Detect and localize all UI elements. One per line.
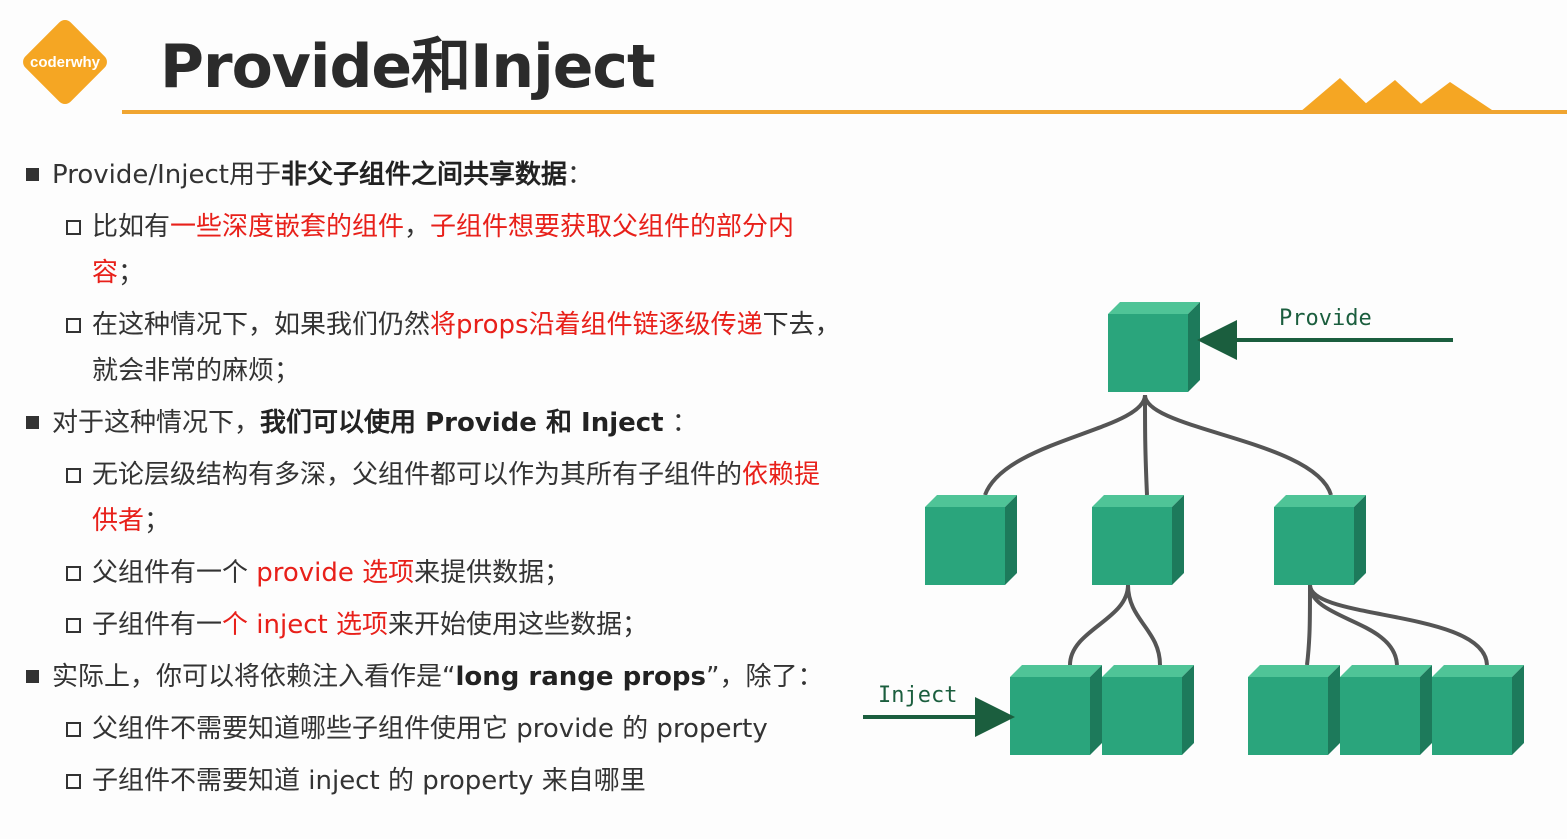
grandchild-cube-5	[1432, 665, 1524, 755]
coderwhy-logo: coderwhy	[23, 20, 107, 104]
page-title: Provide和Inject	[160, 32, 656, 102]
sub-bullet-text-segment: 父组件不需要知道哪些子组件使用它 provide 的 property	[92, 714, 768, 744]
child-cube-right	[1274, 495, 1366, 585]
bullet-list: Provide/Inject用于非父子组件之间共享数据：比如有一些深度嵌套的组件…	[26, 152, 846, 810]
sub-bullet-text-segment: 子组件有一	[92, 610, 223, 640]
grandchild-cube-3	[1248, 665, 1340, 755]
sub-bullet-text-segment: 在这种情况下，如果我们仍然	[92, 310, 431, 340]
bullet-text-segment: 非父子组件之间共享数据	[280, 160, 567, 190]
bullet-text-segment: 对于这种情况下，	[52, 408, 261, 438]
grandchild-cube-4	[1340, 665, 1432, 755]
bullet-text-segment: Provide/Inject用于	[52, 160, 281, 190]
grandchild-cube-1	[1010, 665, 1102, 755]
sub-bullet-2-3: 子组件有一个 inject 选项来开始使用这些数据；	[66, 602, 846, 648]
logo-text: coderwhy	[30, 54, 101, 71]
sub-bullet-1-1: 比如有一些深度嵌套的组件，子组件想要获取父组件的部分内容；	[66, 204, 846, 296]
bullet-text-segment: ”，除了：	[706, 662, 824, 692]
bullet-text-segment: 实际上，你可以将依赖注入看作是“	[52, 662, 456, 692]
bullet-text-segment: ：	[663, 408, 698, 438]
provide-label: Provide	[1279, 306, 1372, 331]
mountain-decoration-icon	[1300, 78, 1495, 112]
child-cube-middle	[1092, 495, 1184, 585]
sub-bullet-1-2: 在这种情况下，如果我们仍然将props沿着组件链逐级传递下去，就会非常的麻烦；	[66, 302, 846, 394]
sub-bullet-text-segment: 依赖提供者	[92, 460, 821, 536]
provider-cube	[1108, 302, 1200, 392]
sub-bullet-text-segment: ；	[144, 506, 171, 536]
sub-bullet-text-segment: 父组件有一个	[92, 558, 257, 588]
bullet-text-segment: ：	[567, 160, 594, 190]
sub-bullet-text-segment: 一些深度嵌套的组件	[170, 212, 405, 242]
inject-label: Inject	[878, 683, 957, 708]
sub-bullet-text-segment: 将props沿着组件链逐级传递	[430, 310, 763, 340]
child-cube-left	[925, 495, 1017, 585]
sub-bullet-text-segment: provide 选项	[256, 558, 415, 588]
bullet-text-segment: long range props	[455, 662, 706, 692]
sub-bullet-text-segment: 子组件不需要知道 inject 的 property 来自哪里	[92, 766, 646, 796]
sub-bullet-text-segment: 个 inject 选项	[222, 610, 388, 640]
header-divider	[122, 110, 1567, 114]
sub-bullet-text-segment: ；	[118, 258, 145, 288]
provide-inject-diagram: Provide Inject	[863, 302, 1524, 755]
sub-bullet-3-2: 子组件不需要知道 inject 的 property 来自哪里	[66, 758, 846, 804]
tree-connectors	[983, 394, 1489, 666]
bullet-3: 实际上，你可以将依赖注入看作是“long range props”，除了：	[26, 654, 846, 700]
sub-bullet-2-2: 父组件有一个 provide 选项来提供数据；	[66, 550, 846, 596]
sub-bullet-text-segment: 下去，就会非常的麻烦；	[92, 310, 841, 386]
bullet-text-segment: 我们可以使用 Provide 和 Inject	[260, 408, 664, 438]
sub-bullet-text-segment: 比如有	[92, 212, 171, 242]
bullet-1: Provide/Inject用于非父子组件之间共享数据：	[26, 152, 846, 198]
sub-bullet-text-segment: 子组件想要获取父组件的部分内容	[92, 212, 795, 288]
sub-bullet-text-segment: 无论层级结构有多深，父组件都可以作为其所有子组件的	[92, 460, 743, 490]
sub-bullet-text-segment: 来开始使用这些数据；	[387, 610, 648, 640]
sub-bullet-text-segment: 来提供数据；	[414, 558, 571, 588]
sub-bullet-3-1: 父组件不需要知道哪些子组件使用它 provide 的 property	[66, 706, 846, 752]
grandchild-cube-2	[1102, 665, 1194, 755]
sub-bullet-2-1: 无论层级结构有多深，父组件都可以作为其所有子组件的依赖提供者；	[66, 452, 846, 544]
bullet-2: 对于这种情况下，我们可以使用 Provide 和 Inject ：	[26, 400, 846, 446]
sub-bullet-text-segment: ，	[404, 212, 431, 242]
